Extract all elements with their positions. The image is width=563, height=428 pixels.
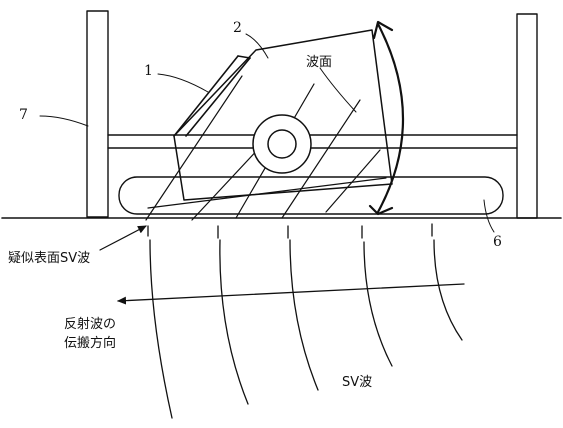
sv-waves — [147, 223, 463, 419]
wavefront-line — [325, 149, 381, 213]
label-1: 1 — [144, 63, 153, 79]
label-2: 2 — [233, 20, 242, 36]
rotation-arrowhead-top — [372, 20, 394, 40]
rotation-arrowhead-bottom — [368, 204, 394, 216]
pivot-inner — [267, 129, 297, 159]
crawler-track — [118, 176, 504, 215]
label-6: 6 — [493, 234, 502, 250]
label-sv-wave: SV波 — [342, 375, 372, 390]
pseudo-surface-arrow — [99, 225, 147, 251]
probe-element — [173, 55, 251, 137]
wavefront-line — [147, 177, 387, 209]
leader-7 — [39, 115, 89, 127]
label-reflected-direction: 反射波の 伝搬方向 — [64, 316, 120, 351]
label-7: 7 — [19, 107, 28, 123]
reflected-direction-arrow — [117, 283, 465, 305]
sv-wave — [149, 239, 173, 419]
rotation-arrow — [376, 22, 404, 214]
right-frame-post — [516, 13, 538, 219]
wavefront-line — [145, 75, 243, 221]
label-pseudo-surface-sv: 疑似表面SV波 — [8, 250, 90, 266]
wavefront-line — [281, 99, 361, 219]
label-wavefront: 波面 — [306, 55, 332, 70]
leader-6 — [483, 199, 495, 233]
left-frame-post — [86, 10, 109, 218]
wedge-body — [173, 29, 393, 201]
sv-wave — [219, 239, 249, 405]
leader-2 — [245, 33, 269, 59]
sv-wave — [363, 241, 393, 367]
leader-wavefront — [319, 67, 357, 113]
sv-wave — [433, 239, 463, 341]
leader-1 — [157, 73, 209, 93]
sv-wave — [289, 239, 319, 391]
